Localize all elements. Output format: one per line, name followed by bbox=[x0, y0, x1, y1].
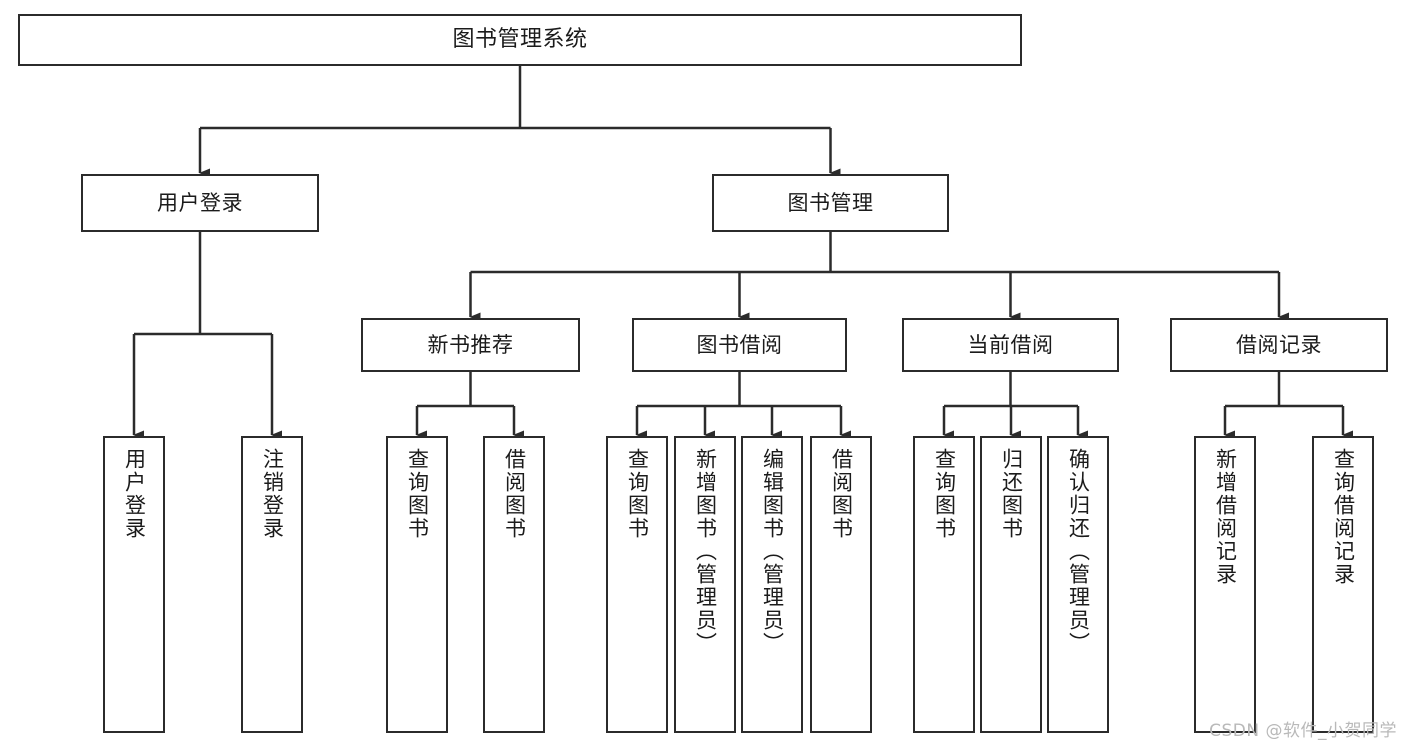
connector-edges bbox=[132, 66, 1353, 440]
node-leaf_add_rec[interactable]: 新增借阅记录 bbox=[1194, 436, 1256, 733]
node-label-leaf_borrow_1: 借阅图书 bbox=[502, 448, 527, 540]
node-leaf_edit_book[interactable]: 编辑图书（管理员） bbox=[741, 436, 803, 733]
node-leaf_user_login[interactable]: 用户登录 bbox=[103, 436, 165, 733]
node-label-leaf_confirm: 确认归还（管理员） bbox=[1066, 448, 1091, 655]
node-leaf_query_3[interactable]: 查询图书 bbox=[913, 436, 975, 733]
node-new_book_rec[interactable]: 新书推荐 bbox=[361, 318, 580, 372]
node-leaf_query_2[interactable]: 查询图书 bbox=[606, 436, 668, 733]
node-book_manage[interactable]: 图书管理 bbox=[712, 174, 949, 232]
node-leaf_confirm[interactable]: 确认归还（管理员） bbox=[1047, 436, 1109, 733]
node-leaf_add_book[interactable]: 新增图书（管理员） bbox=[674, 436, 736, 733]
node-leaf_query_1[interactable]: 查询图书 bbox=[386, 436, 448, 733]
node-label-leaf_edit_book: 编辑图书（管理员） bbox=[760, 448, 785, 655]
node-label-leaf_user_login: 用户登录 bbox=[122, 448, 147, 540]
node-user_login[interactable]: 用户登录 bbox=[81, 174, 319, 232]
node-label-leaf_query_1: 查询图书 bbox=[405, 448, 430, 540]
node-label-leaf_add_book: 新增图书（管理员） bbox=[693, 448, 718, 655]
node-label-current_borrow: 当前借阅 bbox=[967, 332, 1054, 357]
node-label-root: 图书管理系统 bbox=[452, 27, 588, 53]
node-label-leaf_query_rec: 查询借阅记录 bbox=[1331, 448, 1356, 586]
node-label-leaf_logout: 注销登录 bbox=[260, 448, 285, 540]
node-label-leaf_query_2: 查询图书 bbox=[625, 448, 650, 540]
node-borrow_record[interactable]: 借阅记录 bbox=[1170, 318, 1388, 372]
node-leaf_return[interactable]: 归还图书 bbox=[980, 436, 1042, 733]
node-label-new_book_rec: 新书推荐 bbox=[427, 332, 514, 357]
node-label-leaf_borrow_2: 借阅图书 bbox=[829, 448, 854, 540]
node-book_borrow[interactable]: 图书借阅 bbox=[632, 318, 847, 372]
node-leaf_borrow_2[interactable]: 借阅图书 bbox=[810, 436, 872, 733]
node-leaf_borrow_1[interactable]: 借阅图书 bbox=[483, 436, 545, 733]
node-leaf_logout[interactable]: 注销登录 bbox=[241, 436, 303, 733]
watermark-text: CSDN @软件_小贺同学 bbox=[1209, 721, 1397, 741]
node-label-book_manage: 图书管理 bbox=[787, 190, 874, 215]
node-leaf_query_rec[interactable]: 查询借阅记录 bbox=[1312, 436, 1374, 733]
node-label-leaf_query_3: 查询图书 bbox=[932, 448, 957, 540]
node-label-book_borrow: 图书借阅 bbox=[696, 332, 783, 357]
node-label-borrow_record: 借阅记录 bbox=[1236, 332, 1322, 357]
node-root[interactable]: 图书管理系统 bbox=[18, 14, 1022, 66]
node-current_borrow[interactable]: 当前借阅 bbox=[902, 318, 1119, 372]
node-label-leaf_add_rec: 新增借阅记录 bbox=[1213, 448, 1238, 586]
node-label-leaf_return: 归还图书 bbox=[999, 448, 1024, 540]
node-label-user_login: 用户登录 bbox=[157, 190, 243, 215]
